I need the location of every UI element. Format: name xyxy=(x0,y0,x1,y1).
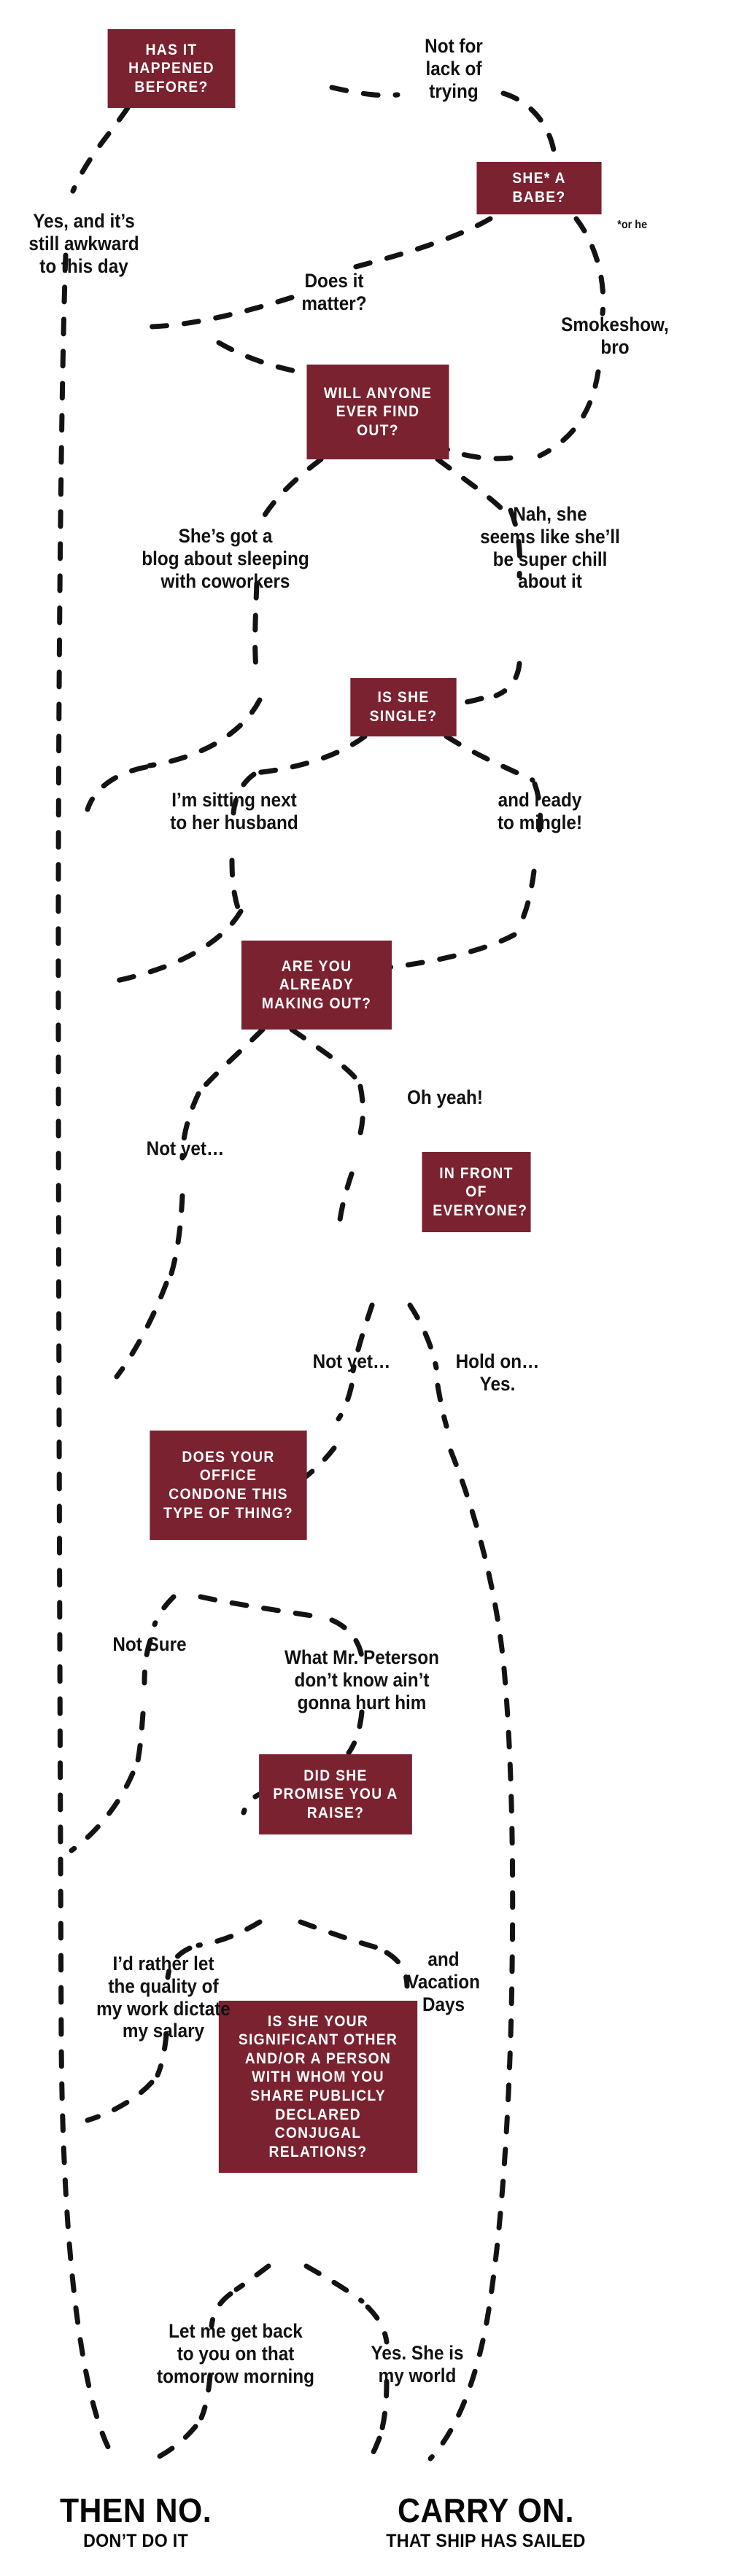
edge-q9-right-b xyxy=(365,2304,390,2345)
edge-q5-right-b xyxy=(355,1083,365,1146)
question-text-q7: DOES YOUR OFFICE CONDONE THIS TYPE OF TH… xyxy=(163,1448,293,1522)
edge-q2-left-b xyxy=(136,295,295,330)
edge-q1-right-b xyxy=(500,90,557,157)
edge-q2-left-a xyxy=(347,216,493,271)
question-text-q5: ARE YOU ALREADY MAKING OUT? xyxy=(261,957,372,1012)
question-text-q6: IN FRONT OF EVERYONE? xyxy=(433,1164,528,1219)
answer-label-q3-left: She’s got a blog about sleeping with cow… xyxy=(142,525,309,592)
question-box-q5[interactable]: ARE YOU ALREADY MAKING OUT? xyxy=(241,941,392,1030)
answer-label-q2-left: Does it matter? xyxy=(301,270,367,314)
question-text-q3: WILL ANYONE EVER FIND OUT? xyxy=(323,384,433,439)
answer-label-q5-left: Not yet… xyxy=(146,1137,225,1159)
question-box-q8[interactable]: DID SHE PROMISE YOU A RAISE? xyxy=(259,1754,412,1834)
answer-label-q2-right: Smokeshow, bro xyxy=(561,314,669,358)
edge-q9-left-a xyxy=(233,2263,271,2292)
edge-q8-left-d xyxy=(85,2079,155,2123)
edge-q6-left-b xyxy=(336,1382,355,1422)
edge-q4-right-a xyxy=(444,734,535,783)
terminal-headline-no: THEN NO. xyxy=(59,2491,212,2529)
edge-q7-right-a xyxy=(198,1594,324,1620)
terminal-headline-yes: CARRY ON. xyxy=(398,2491,574,2529)
edge-q5-right-c xyxy=(336,1171,355,1235)
edge-q4-left-d xyxy=(114,908,244,984)
edge-q7-left-d xyxy=(69,1770,136,1853)
edge-q5-left-c xyxy=(168,1193,185,1279)
edge-q3-left-a xyxy=(256,456,324,528)
edge-q5-right-a xyxy=(289,1027,360,1083)
edge-q8-left-a xyxy=(196,1919,263,1948)
edge-q3-left-c xyxy=(147,697,263,768)
edge-q2-right-a xyxy=(573,216,606,316)
answer-label-q6-left: Not yet… xyxy=(312,1350,391,1372)
answer-label-q1-right: Not for lack of trying xyxy=(425,35,483,102)
terminal-subline-yes: THAT SHIP HAS SAILED xyxy=(386,2531,586,2551)
edge-q3-left-d xyxy=(85,764,149,812)
edge-q1-right-a xyxy=(329,85,400,98)
edge-q3-left-b xyxy=(252,580,260,681)
question-text-q9: IS SHE YOUR SIGNIFICANT OTHER AND/OR A P… xyxy=(238,2012,398,2160)
answer-label-q6-right: Hold on… Yes. xyxy=(455,1350,540,1395)
answer-label-q4-left: I’m sitting next to her husband xyxy=(170,789,298,833)
edge-q4-left-c xyxy=(229,857,241,911)
answer-label-q9-left: Let me get back to you on that tomorrow … xyxy=(157,2320,314,2387)
footnote-or-he: *or he xyxy=(617,219,648,231)
question-text-q1: HAS IT HAPPENED BEFORE? xyxy=(128,41,214,96)
edge-q7-right-c xyxy=(346,1709,365,1756)
answer-label-q7-left: Not Sure xyxy=(112,1633,187,1655)
terminal-subline-no: DON’T DO IT xyxy=(83,2531,188,2551)
edge-q9-right-d xyxy=(362,2435,382,2469)
answer-label-q3-right: Nah, she seems like she’ll be super chil… xyxy=(480,503,620,593)
question-box-q2[interactable]: SHE* A BABE? xyxy=(476,162,602,214)
edge-q5-left-a xyxy=(201,1027,266,1089)
answer-label-q8-right: and Vacation Days xyxy=(407,1948,480,2015)
question-box-q4[interactable]: IS SHE SINGLE? xyxy=(350,678,457,736)
answer-label-q1-left: Yes, and it’s still awkward to this day xyxy=(28,210,139,277)
edge-q8-right-a xyxy=(298,1919,382,1951)
edge-q2-right-b xyxy=(537,369,601,459)
edge-q7-left-c xyxy=(134,1711,146,1767)
question-box-q3[interactable]: WILL ANYONE EVER FIND OUT? xyxy=(306,365,449,459)
answer-label-q7-right: What Mr. Peterson don’t know ain’t gonna… xyxy=(284,1646,439,1713)
question-box-q9[interactable]: IS SHE YOUR SIGNIFICANT OTHER AND/OR A P… xyxy=(218,2001,418,2173)
edge-q1-left-spine xyxy=(55,252,112,2453)
question-text-q8: DID SHE PROMISE YOU A RAISE? xyxy=(273,1767,398,1821)
answer-label-q5-right: Oh yeah! xyxy=(407,1086,483,1108)
edge-q1-left-a xyxy=(70,105,131,194)
edge-q3-right-c xyxy=(493,661,522,699)
answer-label-q8-left: I’d rather let the quality of my work di… xyxy=(96,1953,231,2042)
question-text-q2: SHE* A BABE? xyxy=(512,170,566,206)
question-box-q1[interactable]: HAS IT HAPPENED BEFORE? xyxy=(107,29,236,108)
terminal-carry-on: CARRY ON. THAT SHIP HAS SAILED xyxy=(333,2494,639,2552)
edge-q9-right-a xyxy=(303,2263,365,2304)
edge-q9-right-c xyxy=(379,2378,390,2431)
terminal-then-no: THEN NO. DON’T DO IT xyxy=(23,2494,249,2552)
edge-q4-right-c xyxy=(516,868,537,929)
question-text-q4: IS SHE SINGLE? xyxy=(369,689,438,725)
question-box-q6[interactable]: IN FRONT OF EVERYONE? xyxy=(422,1152,531,1232)
edge-q9-left-d xyxy=(143,2424,198,2466)
question-box-q7[interactable]: DOES YOUR OFFICE CONDONE THIS TYPE OF TH… xyxy=(150,1431,307,1540)
edge-q7-left-a xyxy=(152,1594,177,1627)
edge-q4-left-a xyxy=(252,734,368,776)
edge-q5-left-d xyxy=(114,1280,169,1380)
answer-label-q4-right: and ready to mingle! xyxy=(497,789,583,833)
answer-label-q9-right: Yes. She is my world xyxy=(371,2342,464,2386)
edge-q6-right-a xyxy=(407,1302,439,1371)
